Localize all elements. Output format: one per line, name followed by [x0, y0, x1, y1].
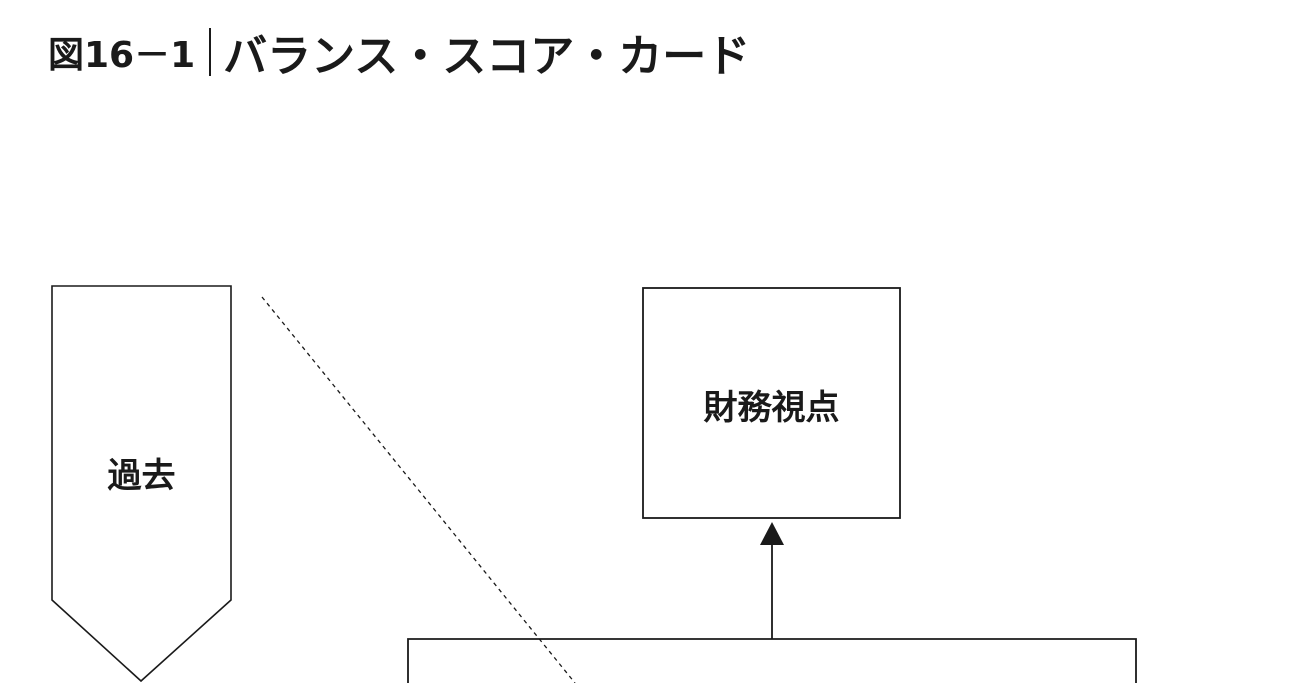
arrow-head	[760, 522, 784, 545]
figure-name: バランス・スコア・カード	[223, 31, 751, 82]
dashed-separator	[261, 296, 576, 683]
timeline-past-shape	[51, 285, 232, 683]
timeline-past-label: 過去	[107, 456, 176, 496]
title-divider	[209, 28, 212, 76]
financial-box	[642, 287, 901, 519]
lower-box	[407, 638, 1137, 683]
financial-box-label: 財務視点	[703, 388, 840, 428]
figure-title: 図16－1 バランス・スコア・カード	[48, 22, 750, 82]
figure-number: 図16－1	[48, 35, 196, 76]
